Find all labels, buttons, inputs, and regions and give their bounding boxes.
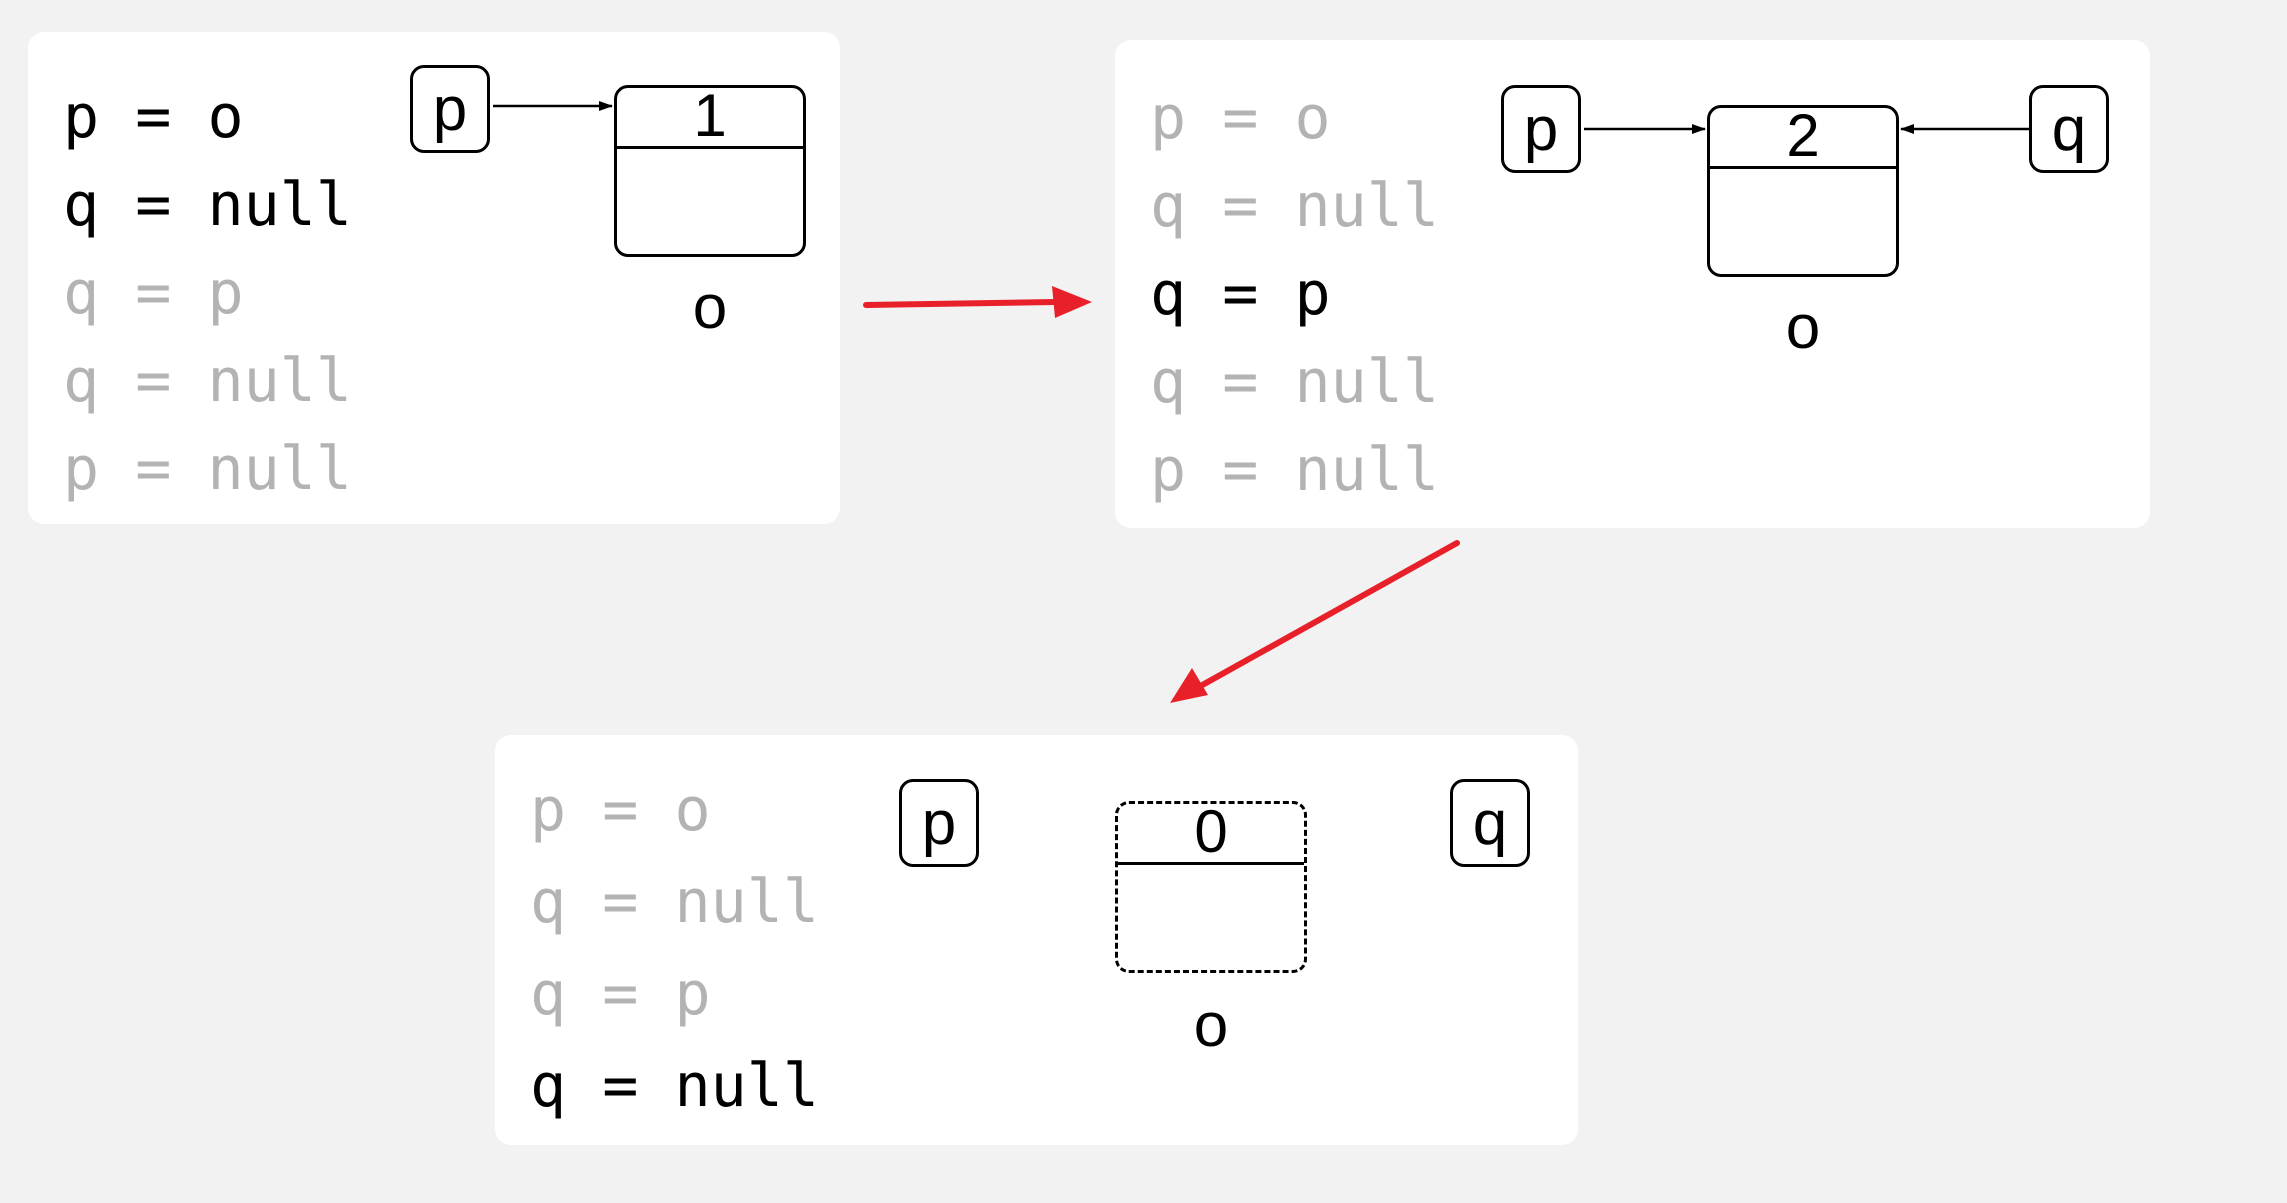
code-line: q = p [1150,259,1331,329]
object-o: 2 [1707,105,1899,277]
variable-q: q [1450,779,1530,867]
code-line: q = null [530,1051,819,1121]
reference-count: 2 [1710,106,1896,169]
object-o: 1 [614,85,806,257]
object-label: o [692,273,728,342]
code-line: p = o [1150,83,1331,153]
code-line: p = null [1150,435,1439,505]
code-line: p = null [63,434,352,504]
transition-arrow-head-icon [1170,668,1208,703]
transition-arrow-icon [863,299,1058,308]
code-line: p = o [530,775,711,845]
step-panel-2: p = o q = null q = p q = null p = null p… [1115,40,2150,528]
code-line: q = null [63,346,352,416]
code-line: q = p [63,258,244,328]
transition-arrow-head-icon [1052,286,1092,318]
reference-count: 1 [617,86,803,149]
code-line: p = o [63,82,244,152]
variable-p: p [410,65,490,153]
step-panel-1: p = o q = null q = p q = null p = null p… [28,32,840,524]
reference-count: 0 [1118,802,1304,865]
step-panel-3: p = o q = null q = p q = null p 0 o q [495,735,1578,1145]
object-label: o [1193,991,1229,1060]
transition-arrow-icon [1194,540,1460,691]
object-o-collected: 0 [1115,801,1307,973]
code-line: q = null [530,867,819,937]
code-line: q = null [1150,347,1439,417]
variable-p: p [1501,85,1581,173]
code-line: q = p [530,959,711,1029]
object-label: o [1785,293,1821,362]
variable-q: q [2029,85,2109,173]
code-line: q = null [1150,171,1439,241]
variable-p: p [899,779,979,867]
code-line: q = null [63,170,352,240]
